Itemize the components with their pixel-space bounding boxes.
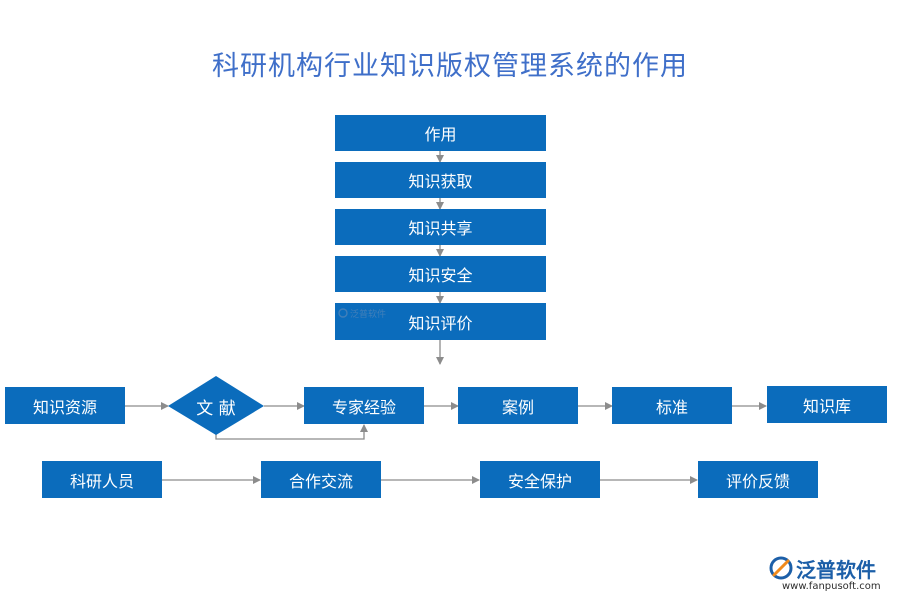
brand-logo: 泛普软件 www.fanpusoft.com (768, 552, 896, 596)
box-standard: 标准 (612, 387, 732, 424)
brand-logo-url: www.fanpusoft.com (782, 581, 881, 592)
watermark-small: 泛普软件 (338, 307, 396, 320)
brand-logo-icon (769, 556, 793, 580)
box-function: 作用 (335, 115, 546, 151)
box-cooperation-exchange: 合作交流 (261, 461, 381, 498)
brand-logo-name: 泛普软件 (796, 558, 876, 582)
box-expert-experience: 专家经验 (304, 387, 424, 424)
box-security-protection: 安全保护 (480, 461, 600, 498)
watermark-small-icon (338, 308, 348, 318)
box-knowledge-security: 知识安全 (335, 256, 546, 292)
watermark-small-text: 泛普软件 (350, 309, 387, 320)
box-knowledge-evaluation: 知识评价 (335, 303, 546, 340)
box-knowledge-library: 知识库 (767, 386, 887, 423)
box-knowledge-acquisition: 知识获取 (335, 162, 546, 198)
box-evaluation-feedback: 评价反馈 (698, 461, 818, 498)
arrow-document-bypass (215, 424, 368, 440)
document-diamond-label: 文 献 (196, 398, 236, 419)
box-knowledge-sharing: 知识共享 (335, 209, 546, 245)
box-knowledge-resource: 知识资源 (5, 387, 125, 424)
box-researchers: 科研人员 (42, 461, 162, 498)
box-case: 案例 (458, 387, 578, 424)
diagram-title: 科研机构行业知识版权管理系统的作用 (212, 51, 688, 82)
